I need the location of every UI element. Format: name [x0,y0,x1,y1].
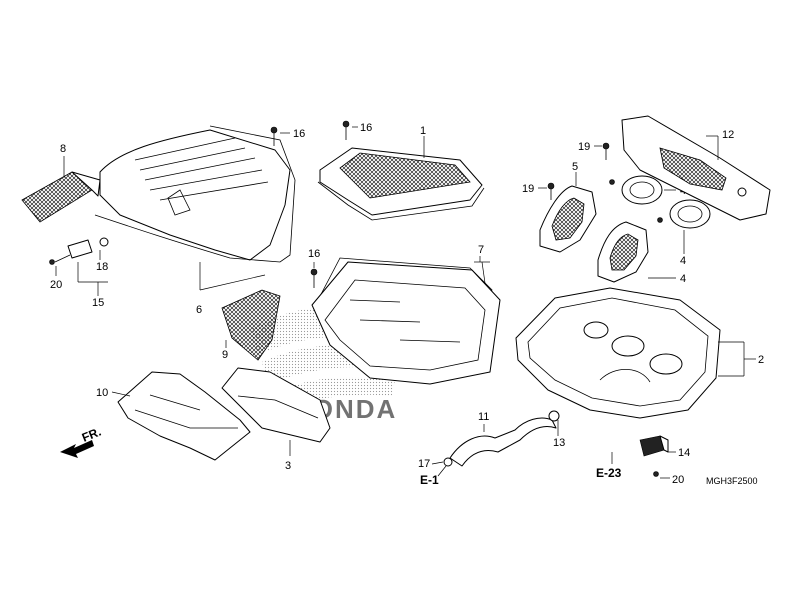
part-4-intake-duct-lower: 4 [597,221,686,285]
callout-1: 1 [420,125,426,137]
reference-e23: E-23 [596,452,622,480]
part-19-bolt-a: 19 [578,141,610,160]
direction-arrow-front: FR. [60,425,103,458]
part-11-hose: 11 [449,410,560,467]
callout-7: 7 [478,244,484,256]
part-9-duct-grid: 9 [221,289,281,361]
callout-12: 12 [722,129,734,141]
callout-13: 13 [553,437,565,449]
part-8-intake-funnel: 8 [21,143,101,223]
callout-4-c: 4 [680,273,686,285]
direction-label: FR. [80,425,103,445]
part-6-air-cleaner-cover: 6 [94,125,296,316]
part-4-funnel-upper: 4 [609,175,686,205]
callout-2: 2 [758,354,764,366]
part-5-intake-duct: 5 [539,161,597,253]
part-16-bolt-a: 16 [270,126,305,146]
diagram-code: MGH3F2500 [706,476,758,486]
callout-16-c: 16 [308,248,320,260]
part-15-bracket: 15 [77,262,108,309]
callout-15: 15 [92,297,104,309]
reference-e1-label: E-1 [420,473,439,487]
part-17-clamp: 17 [418,457,453,470]
reference-e1: E-1 [420,465,447,487]
callout-8: 8 [60,143,66,155]
part-12-heat-shield: 12 [621,115,771,221]
callout-9: 9 [222,349,228,361]
part-2-air-cleaner-housing: 2 [515,287,764,419]
part-3-air-cleaner-case [311,261,501,385]
callout-11: 11 [478,411,489,423]
callout-6: 6 [196,304,202,316]
callout-19-a: 19 [578,141,590,153]
callout-4-b: 4 [680,255,686,267]
callout-18: 18 [96,261,108,273]
part-10-lower-duct: 10 [96,371,251,461]
part-18-grommet: 18 [67,237,109,273]
callout-19-b: 19 [522,183,534,195]
reference-e23-label: E-23 [596,466,622,480]
callout-20-right: 20 [672,474,684,486]
part-16-bolt-c: 16 [308,248,320,288]
part-14-sensor: 14 [639,435,690,459]
callout-14: 14 [678,447,690,459]
part-3-lower-tray: 3 [221,367,331,472]
callout-5: 5 [572,161,578,173]
part-1-air-filter-element: 1 [317,125,485,221]
part-20-bolt-left: 20 [49,254,71,291]
callout-20-left: 20 [50,279,62,291]
part-19-bolt-b: 19 [522,182,555,200]
part-4-funnel-lower: 4 [657,199,711,267]
part-13-clip: 13 [553,420,565,449]
callout-16-b: 16 [360,122,372,134]
callout-3: 3 [285,460,291,472]
callout-16-a: 16 [293,128,305,140]
part-20-bolt-right: 20 [653,471,684,486]
callout-10: 10 [96,387,108,399]
callout-17: 17 [418,458,430,470]
part-16-bolt-b: 16 [342,120,372,140]
